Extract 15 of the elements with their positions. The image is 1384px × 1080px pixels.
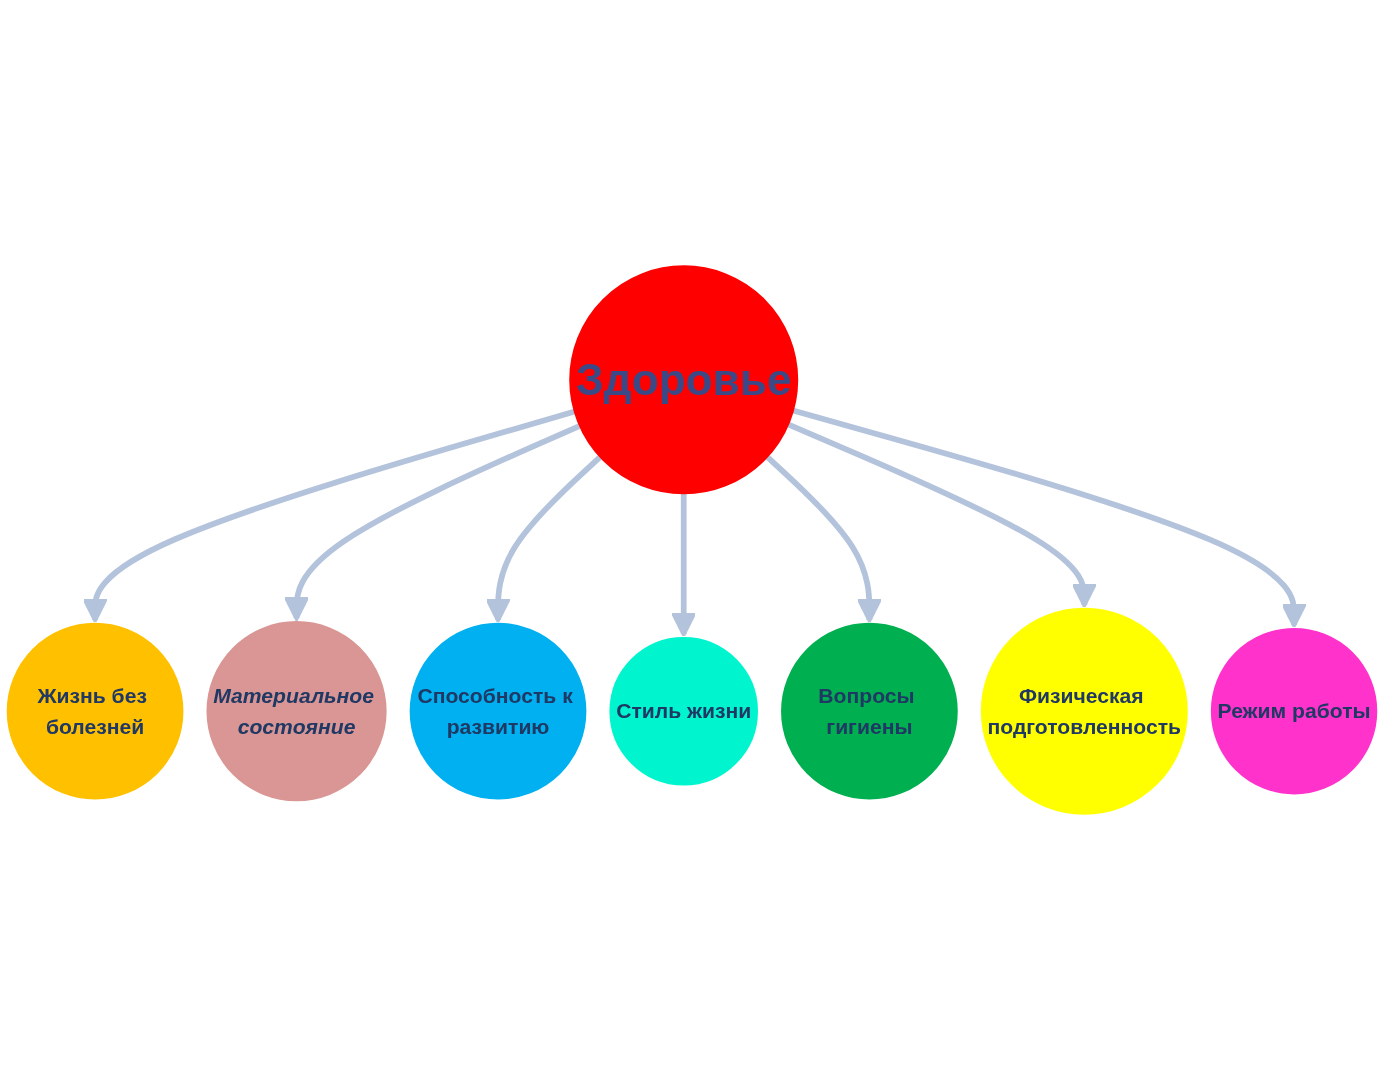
arrow — [671, 493, 697, 638]
arrow — [82, 408, 576, 624]
arrow — [485, 454, 603, 624]
arrow — [792, 407, 1307, 629]
arrow — [765, 454, 883, 624]
node-circle: Вопросы гигиены — [781, 622, 958, 800]
node-circle: Физическая подготовленность — [980, 607, 1188, 815]
node-circle: Материальное состояние — [206, 621, 387, 802]
arrow — [787, 421, 1097, 609]
node-circle: Режим работы — [1210, 627, 1378, 795]
node-circle: Здоровье — [569, 265, 799, 495]
arrow — [283, 423, 582, 622]
node-circle: Стиль жизни — [609, 636, 758, 786]
node-circle: Способность к развитию — [409, 622, 587, 800]
node-circle: Жизнь без болезней — [6, 622, 184, 800]
